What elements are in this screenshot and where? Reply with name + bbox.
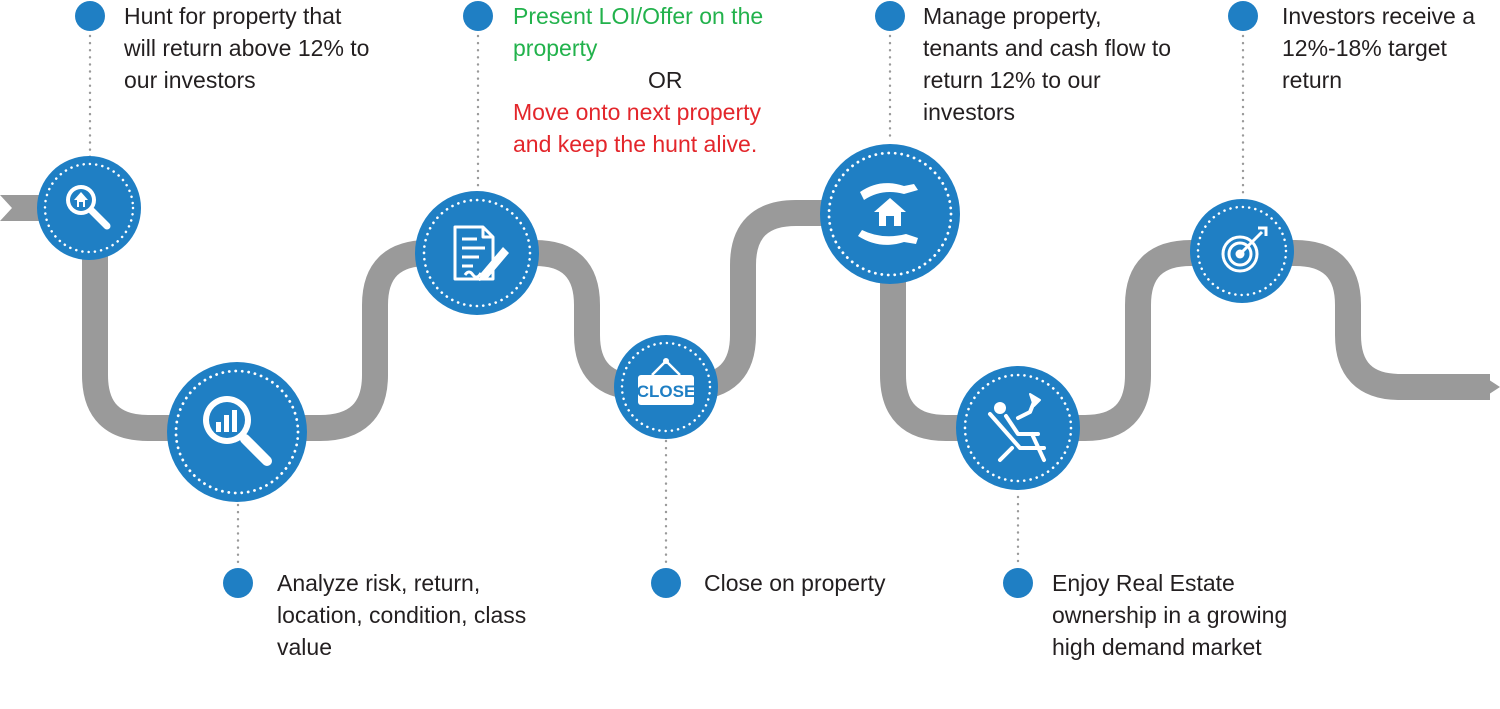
step-1-label-line: will return above 12% to	[124, 35, 370, 61]
step-4-label-line: Close on property	[704, 570, 886, 596]
step-1-label-line: Hunt for property that	[124, 3, 342, 29]
step-5-label-line: investors	[923, 99, 1016, 125]
step-2-circle	[167, 362, 307, 502]
document-pen-icon	[453, 225, 509, 281]
step-5-circle	[820, 144, 960, 284]
chart-magnifier-icon	[203, 396, 272, 466]
bullet-dot-2	[223, 568, 253, 598]
close-sign-text: CLOSE	[637, 382, 696, 401]
step-5-label-line: Manage property,	[923, 3, 1102, 29]
bullet-dot-6	[1003, 568, 1033, 598]
offer-label-line: property	[513, 35, 598, 61]
bullet-dot-7	[1228, 1, 1258, 31]
step-2-label-line: value	[277, 634, 332, 660]
or-label: OR	[648, 67, 683, 93]
step-3-label: Present LOI/Offer on the property OR Mov…	[513, 0, 813, 160]
step-5-label-line: tenants and cash flow to	[923, 35, 1172, 61]
road-end-arrow	[1480, 374, 1500, 400]
target-arrow-icon	[1221, 226, 1268, 273]
step-4-label: Close on property	[704, 567, 886, 599]
step-6-label-line: Enjoy Real Estate	[1052, 570, 1235, 596]
road-start-notch	[0, 195, 12, 221]
step-7-label-line: Investors receive a	[1282, 3, 1476, 29]
step-6-label: Enjoy Real Estate ownership in a growing…	[1052, 567, 1287, 663]
step-6-circle	[956, 366, 1080, 490]
step-2-label-line: location, condition, class	[277, 602, 527, 628]
step-1-label: Hunt for property that will return above…	[124, 0, 369, 96]
dotted-connectors	[88, 34, 1245, 568]
close-sign-icon: CLOSE	[637, 358, 696, 405]
step-7-label-line: return	[1282, 67, 1343, 93]
bullet-dot-3	[463, 1, 493, 31]
offer-label-line: Present LOI/Offer on the	[513, 3, 764, 29]
step-6-label-line: high demand market	[1052, 634, 1262, 660]
alt-label-line: Move onto next property	[513, 99, 762, 125]
process-road	[0, 195, 1500, 441]
hands-house-icon	[858, 183, 918, 245]
bullet-dots	[75, 1, 1258, 598]
step-6-label-line: ownership in a growing	[1052, 602, 1288, 628]
step-2-label: Analyze risk, return, location, conditio…	[277, 567, 526, 663]
step-3-circle	[415, 191, 539, 315]
step-1-circle	[37, 156, 141, 260]
step-5-label: Manage property, tenants and cash flow t…	[923, 0, 1171, 128]
relaxing-chair-icon	[988, 393, 1046, 462]
step-2-label-line: Analyze risk, return,	[277, 570, 481, 596]
step-4-circle: CLOSE	[614, 335, 718, 439]
bullet-dot-4	[651, 568, 681, 598]
alt-label-line: and keep the hunt alive.	[513, 131, 758, 157]
bullet-dot-1	[75, 1, 105, 31]
step-7-circle	[1190, 199, 1294, 303]
step-5-label-line: return 12% to our	[923, 67, 1101, 93]
step-7-label: Investors receive a 12%-18% target retur…	[1282, 0, 1475, 96]
step-1-label-line: our investors	[124, 67, 256, 93]
step-7-label-line: 12%-18% target	[1282, 35, 1447, 61]
house-magnifier-icon	[66, 185, 111, 230]
bullet-dot-5	[875, 1, 905, 31]
